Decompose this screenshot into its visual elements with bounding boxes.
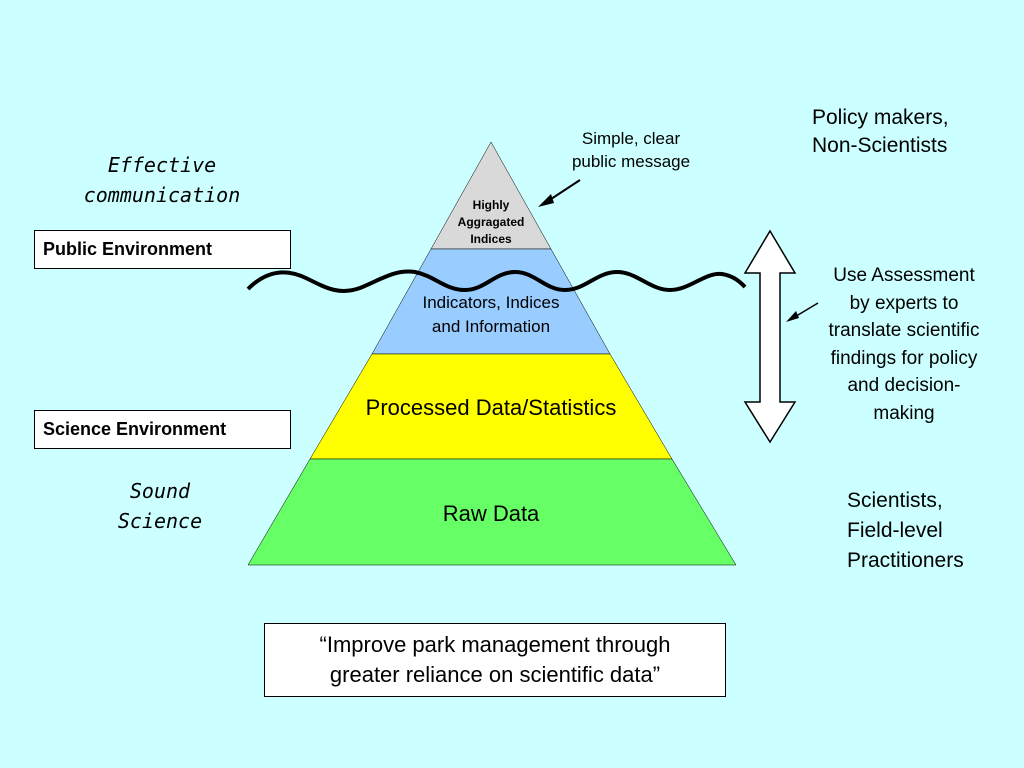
tier-raw-shape (247, 458, 737, 566)
scientists-label: Scientists, Field-level Practitioners (847, 489, 964, 572)
sound-science-label: Sound Science (117, 479, 203, 533)
tier-raw-label: Raw Data (442, 501, 540, 526)
science-environment-label: Science Environment (34, 410, 291, 449)
callout-text: Simple, clear public message (571, 129, 691, 171)
water-surface-wave (246, 269, 747, 293)
public-environment-label: Public Environment (34, 230, 291, 269)
quote-box: “Improve park management through greater… (264, 623, 726, 697)
double-arrow-icon (743, 229, 797, 444)
callout-arrow-head (538, 194, 554, 207)
effective-communication-label: Effective communication (83, 153, 241, 207)
tier-processed-label: Processed Data/Statistics (365, 395, 617, 420)
assessment-arrow-head (786, 311, 799, 322)
tier-top-label: Highly Aggragated Indices (457, 198, 525, 246)
policy-makers-label: Policy makers, Non-Scientists (812, 106, 949, 157)
tier-indicators-label: Indicators, Indices and Information (422, 293, 560, 336)
assessment-label: Use Assessment by experts to translate s… (828, 265, 980, 424)
